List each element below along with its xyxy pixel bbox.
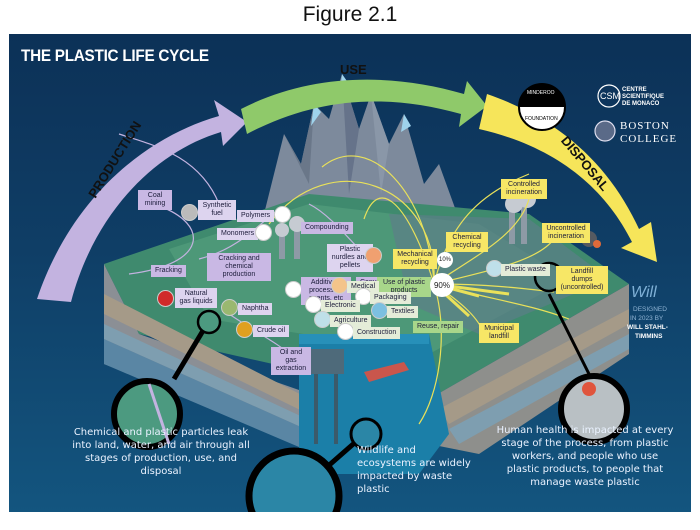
label-electronic: Electronic — [321, 300, 360, 312]
credit-line1: DESIGNED — [633, 306, 667, 313]
minderoo-logo — [518, 83, 566, 131]
label-packaging: Packaging — [370, 292, 411, 304]
label-landfill-dumps: Landfill dumps (uncontrolled) — [556, 266, 608, 294]
polymers-icon — [274, 206, 291, 223]
boston-college-seal — [594, 120, 616, 142]
infographic-panel: THE PLASTIC LIFE CYCLE PRODUCTION USE DI… — [9, 34, 691, 512]
additives-icon — [285, 281, 302, 298]
credit-line2: IN 2023 BY — [630, 315, 664, 322]
disposal-arrow — [479, 94, 657, 262]
label-compounding: Compounding — [301, 222, 353, 234]
magnifier-chemical — [111, 309, 222, 450]
label-oil-gas-extraction: Oil and gas extraction — [271, 347, 311, 375]
synthetic-fuel-icon — [181, 204, 198, 221]
csm-line2: SCIENTIFIQUE — [622, 94, 665, 100]
label-municipal-landfill: Municipal landfill — [479, 323, 519, 343]
label-reuse-repair: Reuse, repair — [413, 321, 464, 333]
label-construction: Construction — [353, 327, 401, 339]
label-mechanical-recycling: Mechanical recycling — [393, 249, 437, 269]
minderoo-bottom-text: FOUNDATION — [525, 116, 558, 122]
caption-human: Human health is impacted at every stage … — [496, 425, 674, 488]
not-recycled-percentage: 90% — [430, 273, 454, 297]
caption-wildlife: Wildlife and ecosystems are widely impac… — [357, 445, 471, 495]
label-natural-gas-liquids: Natural gas liquids — [175, 288, 217, 308]
natural-gas-liquids-icon — [157, 290, 174, 307]
csm-line1: CENTRE — [622, 87, 647, 93]
label-plastic-waste: Plastic waste — [501, 264, 550, 276]
nurdles-icon — [365, 247, 382, 264]
label-polymers: Polymers — [237, 210, 275, 222]
label-cracking: Cracking and chemical production — [207, 253, 271, 281]
label-chemical-recycling: Chemical recycling — [446, 232, 488, 252]
csm-logo — [597, 84, 621, 108]
minderoo-top-text: MINDEROO — [527, 90, 555, 96]
label-uncontrolled-incineration: Uncontrolled incineration — [542, 223, 590, 243]
bc-line2: COLLEGE — [620, 133, 678, 145]
csm-mark: CSM — [600, 91, 620, 101]
magnifier-human — [533, 261, 630, 445]
label-synthetic-fuel: Synthetic fuel — [198, 200, 236, 220]
label-textiles: Textiles — [387, 306, 419, 318]
bc-line1: BOSTON — [620, 120, 670, 132]
construction-icon — [337, 323, 354, 340]
label-coal-mining: Coal mining — [138, 190, 172, 210]
recycled-percentage: 10% — [437, 252, 453, 268]
use-arrow — [241, 79, 487, 134]
magnifier-wildlife — [245, 417, 383, 512]
label-crude-oil: Crude oil — [253, 325, 290, 337]
agriculture-icon — [314, 311, 331, 328]
textiles-icon — [371, 302, 388, 319]
illustration — [37, 74, 657, 512]
label-controlled-incineration: Controlled incineration — [501, 179, 547, 199]
caption-chemical: Chemical and plastic particles leak into… — [72, 427, 250, 477]
production-arrow — [37, 100, 247, 302]
label-monomers: Monomers — [217, 228, 259, 240]
label-fracking: Fracking — [151, 265, 186, 277]
figure-label: Figure 2.1 — [302, 3, 398, 26]
medical-icon — [331, 277, 348, 294]
stage-use: USE — [340, 62, 367, 77]
label-naphtha: Naphtha — [238, 303, 273, 315]
naphtha-icon — [221, 299, 238, 316]
will-logo: Will — [631, 284, 657, 301]
credit-line4: TIMMINS — [635, 333, 663, 340]
csm-line3: DE MONACO — [622, 101, 660, 107]
crude-oil-icon — [236, 321, 253, 338]
main-title: THE PLASTIC LIFE CYCLE — [21, 46, 209, 65]
monomers-icon — [255, 224, 272, 241]
credit-line3: WILL STAHL- — [627, 324, 668, 331]
label-medical: Medical — [347, 281, 380, 293]
